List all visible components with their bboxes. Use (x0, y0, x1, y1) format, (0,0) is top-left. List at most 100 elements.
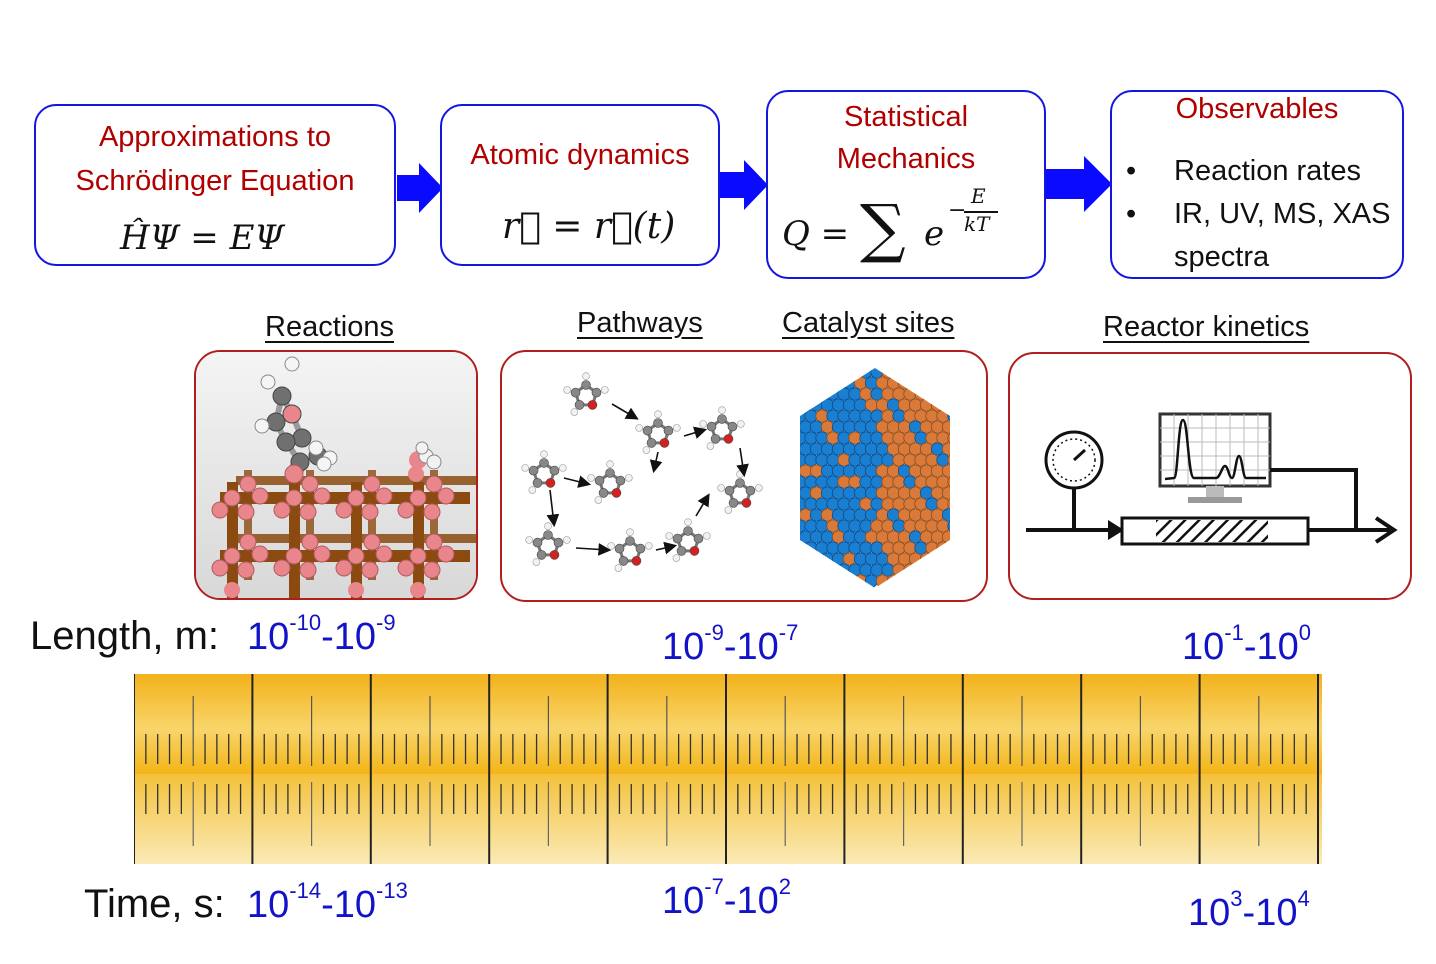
observable-item: •Reaction rates (1126, 150, 1391, 193)
copper-atom (936, 409, 950, 423)
metal-atom (800, 552, 813, 566)
observable-item: spectra (1126, 236, 1391, 279)
time-range-3-a: 10 (1188, 892, 1231, 934)
copper-atom (919, 442, 934, 456)
metal-atom (837, 541, 851, 555)
oxygen-atom (299, 503, 317, 521)
metal-atom (908, 530, 923, 544)
hydrogen-atom (642, 446, 651, 454)
oxygen-atom (347, 489, 365, 507)
metal-atom (870, 541, 884, 555)
metal-atom (800, 530, 813, 544)
metal-atom (848, 497, 862, 511)
carbon-atom (598, 488, 609, 498)
hydrogen-atom (717, 484, 725, 492)
copper-atom (953, 487, 960, 499)
length-range-3-a-exp: -1 (1224, 620, 1244, 645)
copper-atom (892, 453, 906, 467)
copper-atom (914, 563, 928, 577)
metal-atom (859, 475, 873, 489)
reactions-panel (194, 350, 478, 600)
metal-atom (875, 442, 890, 456)
copper-atom (804, 387, 818, 401)
carbon-atom (642, 425, 653, 436)
trajectory-equation: r⃗ = r⃗(t) (502, 206, 676, 247)
carbon-atom (543, 530, 553, 540)
copper-atom (919, 508, 934, 522)
copper-atom (800, 464, 813, 478)
hydrogen-atom (699, 420, 707, 428)
ruler-image (134, 674, 1322, 864)
hydrogen-atom (718, 406, 726, 415)
metal-atom (953, 575, 960, 587)
copper-atom (947, 431, 950, 445)
hydrogen-atom (673, 424, 681, 432)
metal-atom (820, 574, 835, 588)
metal-atom (800, 398, 813, 412)
metal-atom (804, 519, 818, 533)
carbon-atom (653, 418, 663, 428)
lattice-bond (351, 482, 362, 598)
metal-atom (853, 442, 868, 456)
copper-atom (941, 574, 950, 588)
copper-atom (914, 519, 928, 533)
oxygen-atom (237, 561, 255, 579)
carbon-atom (266, 412, 286, 432)
oxygen-atom (423, 503, 441, 521)
copper-atom (892, 497, 906, 511)
copper-atom (897, 420, 912, 434)
copper-atom (947, 541, 950, 555)
oxygen-atom (397, 559, 415, 577)
copper-atom (875, 398, 890, 412)
length-range-3-a: 10 (1182, 626, 1225, 668)
copper-atom (925, 431, 939, 445)
copper-atom (908, 376, 923, 390)
copper-atom (930, 530, 945, 544)
copper-atom (809, 464, 824, 478)
oxygen-atom (361, 503, 379, 521)
time-range-2: 10-7-102 (662, 874, 792, 922)
copper-atom (848, 475, 862, 489)
exponent-fraction-bar (964, 211, 998, 213)
carbon-atom (727, 421, 738, 432)
copper-atom (925, 409, 939, 423)
copper-atom (919, 464, 934, 478)
oxygen-atom (251, 487, 269, 505)
metal-atom (925, 387, 939, 401)
copper-atom (831, 376, 846, 390)
metal-atom (837, 368, 851, 379)
metal-atom (853, 420, 868, 434)
carbon-atom (605, 468, 615, 478)
copper-atom (914, 387, 928, 401)
copper-atom (897, 398, 912, 412)
metal-atom (941, 398, 950, 412)
carbon-atom (635, 543, 646, 554)
hydrogen-atom (563, 536, 571, 544)
copper-atom (941, 530, 950, 544)
spectrum-trace (1164, 418, 1266, 481)
hydrogen-atom (540, 450, 548, 458)
length-range-2-b-exp: -7 (778, 620, 799, 645)
copper-atom (886, 376, 901, 390)
copper-atom (947, 497, 950, 511)
metal-atom (864, 420, 879, 434)
oxygen-atom (239, 533, 257, 551)
atomic-dynamics-box: Atomic dynamics r⃗ = r⃗(t) (440, 104, 720, 266)
observables-box: Observables •Reaction rates •IR, UV, MS,… (1110, 90, 1404, 279)
carbon-atom (528, 465, 539, 476)
hydrogen-atom (563, 386, 571, 394)
copper-atom (875, 574, 890, 588)
metal-atom (815, 475, 829, 489)
hydrogen-atom (532, 558, 541, 566)
metal-atom (864, 508, 879, 522)
copper-atom (941, 376, 950, 390)
observable-item-text: IR, UV, MS, XAS (1174, 198, 1391, 230)
metal-atom (826, 541, 840, 555)
observables-list: •Reaction rates •IR, UV, MS, XAS spectra (1126, 150, 1391, 279)
copper-atom (919, 530, 934, 544)
metal-atom (800, 453, 807, 467)
metal-atom (809, 530, 824, 544)
time-range-3: 103-104 (1188, 886, 1310, 934)
oxygen-atom (273, 501, 291, 519)
carbon-atom (532, 537, 543, 548)
